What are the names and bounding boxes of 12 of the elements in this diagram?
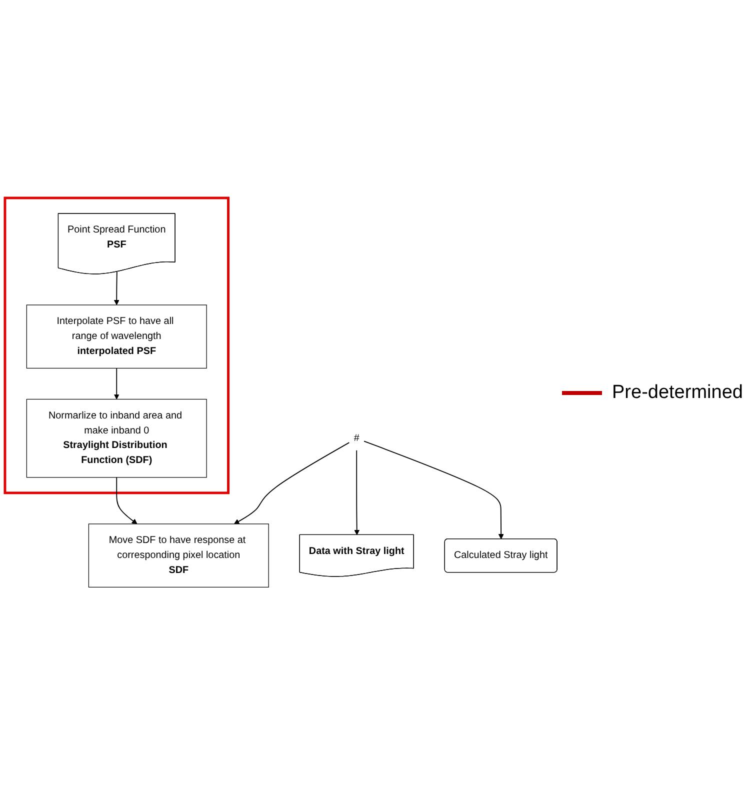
node-box: Move SDF to have response at corresponding pixel location SDF	[88, 524, 269, 588]
node-text: #	[354, 432, 360, 444]
arrow	[116, 476, 138, 524]
arrow	[354, 450, 360, 536]
node-box: Normarlize to inband area and make inband 0 Straylight Distribution Function (SDF)	[26, 398, 207, 478]
arrow	[364, 440, 504, 540]
cluster	[4, 196, 230, 494]
node-box: Interpolate PSF to have all range of wavelength interpolated PSF	[26, 304, 207, 368]
legend-label: Pre-determined	[612, 382, 743, 404]
arrow	[234, 442, 350, 524]
arrow	[114, 271, 120, 306]
arrow	[114, 368, 120, 400]
